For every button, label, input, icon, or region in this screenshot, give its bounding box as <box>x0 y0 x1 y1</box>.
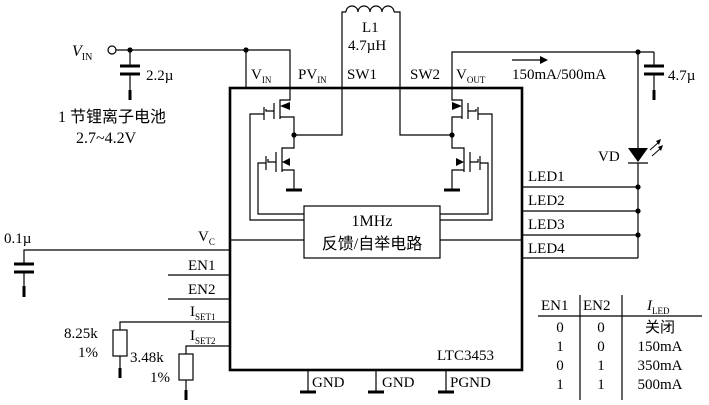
right-mosfet-pair <box>399 88 493 221</box>
rset2-tol: 1% <box>150 370 170 386</box>
rset1-value: 8.25k <box>64 326 98 342</box>
table-cell: 150mA <box>638 339 683 355</box>
inductor-ref: L1 <box>362 20 379 36</box>
pin-pgnd: PGND <box>450 375 491 391</box>
pin-iset1: ISET1 <box>190 304 216 322</box>
table-cell: 1 <box>556 339 564 355</box>
pin-en1: EN1 <box>188 258 216 274</box>
pin-sw1: SW1 <box>347 67 377 83</box>
pin-led4: LED4 <box>528 241 565 257</box>
pin-iset2: ISET2 <box>190 328 216 346</box>
table-cell: 0 <box>556 320 564 336</box>
vc-cap-value: 0.1µ <box>4 231 32 247</box>
rset1-resistor <box>112 329 128 357</box>
table-cell: 500mA <box>638 377 683 393</box>
output-current: 150mA/500mA <box>512 67 606 83</box>
chip-name: LTC3453 <box>437 348 494 364</box>
pin-vin: VIN <box>251 67 272 85</box>
vin-terminal <box>107 45 117 55</box>
pin-pvin: PVIN <box>298 67 327 85</box>
pin-gnd-1: GND <box>312 375 345 391</box>
pin-vc: VC <box>198 229 215 247</box>
left-pins: VC 0.1µ EN1 EN2 ISET1 8.25k 1% ISET2 3.4… <box>4 229 230 400</box>
table-cell: 0 <box>597 339 605 355</box>
vin-label: VIN <box>72 43 92 63</box>
inductor-l1: L1 4.7µH <box>341 5 401 88</box>
pin-led2: LED2 <box>528 193 565 209</box>
table-header-iled: ILED <box>646 298 670 316</box>
ltc3453-chip: VIN PVIN SW1 SW2 VOUT <box>228 67 524 372</box>
rset2-resistor <box>178 353 194 381</box>
battery-label: 1 节锂离子电池 <box>58 108 166 126</box>
input-cap-value: 2.2µ <box>146 68 174 84</box>
table-cell: 关闭 <box>645 319 675 336</box>
control-block-label: 反馈/自举电路 <box>322 235 422 253</box>
truth-table: EN1 EN2 ILED 0 0 关闭 1 0 150mA 0 1 350mA … <box>538 295 702 400</box>
input-section: VIN 2.2µ 1 节锂离子电池 2.7~4.2V <box>58 43 291 147</box>
led-diode <box>628 148 648 162</box>
pin-en2: EN2 <box>188 282 216 298</box>
bottom-pins: GND GND PGND <box>300 370 491 394</box>
inductor-value: 4.7µH <box>348 38 386 54</box>
right-pins: LED1 LED2 LED3 LED4 <box>522 169 641 259</box>
pin-gnd-2: GND <box>382 375 415 391</box>
rset2-value: 3.48k <box>130 350 164 366</box>
pin-sw2: SW2 <box>410 67 440 83</box>
table-cell: 1 <box>556 377 564 393</box>
control-block <box>303 205 441 259</box>
table-cell: 0 <box>556 358 564 374</box>
control-block-freq: 1MHz <box>352 213 393 230</box>
led-ref: VD <box>598 149 620 165</box>
rset1-tol: 1% <box>78 345 98 361</box>
table-cell: 0 <box>597 320 605 336</box>
output-section: 150mA/500mA 4.7µ VD <box>451 49 696 258</box>
table-header-en1: EN1 <box>541 298 569 314</box>
pin-vout: VOUT <box>456 67 486 85</box>
output-cap-value: 4.7µ <box>668 68 696 84</box>
pin-led1: LED1 <box>528 169 565 185</box>
left-mosfet-pair <box>249 88 343 221</box>
table-cell: 350mA <box>638 358 683 374</box>
table-header-en2: EN2 <box>583 298 611 314</box>
table-cell: 1 <box>597 358 605 374</box>
pin-led3: LED3 <box>528 217 565 233</box>
battery-voltage: 2.7~4.2V <box>76 130 137 147</box>
table-cell: 1 <box>597 377 605 393</box>
